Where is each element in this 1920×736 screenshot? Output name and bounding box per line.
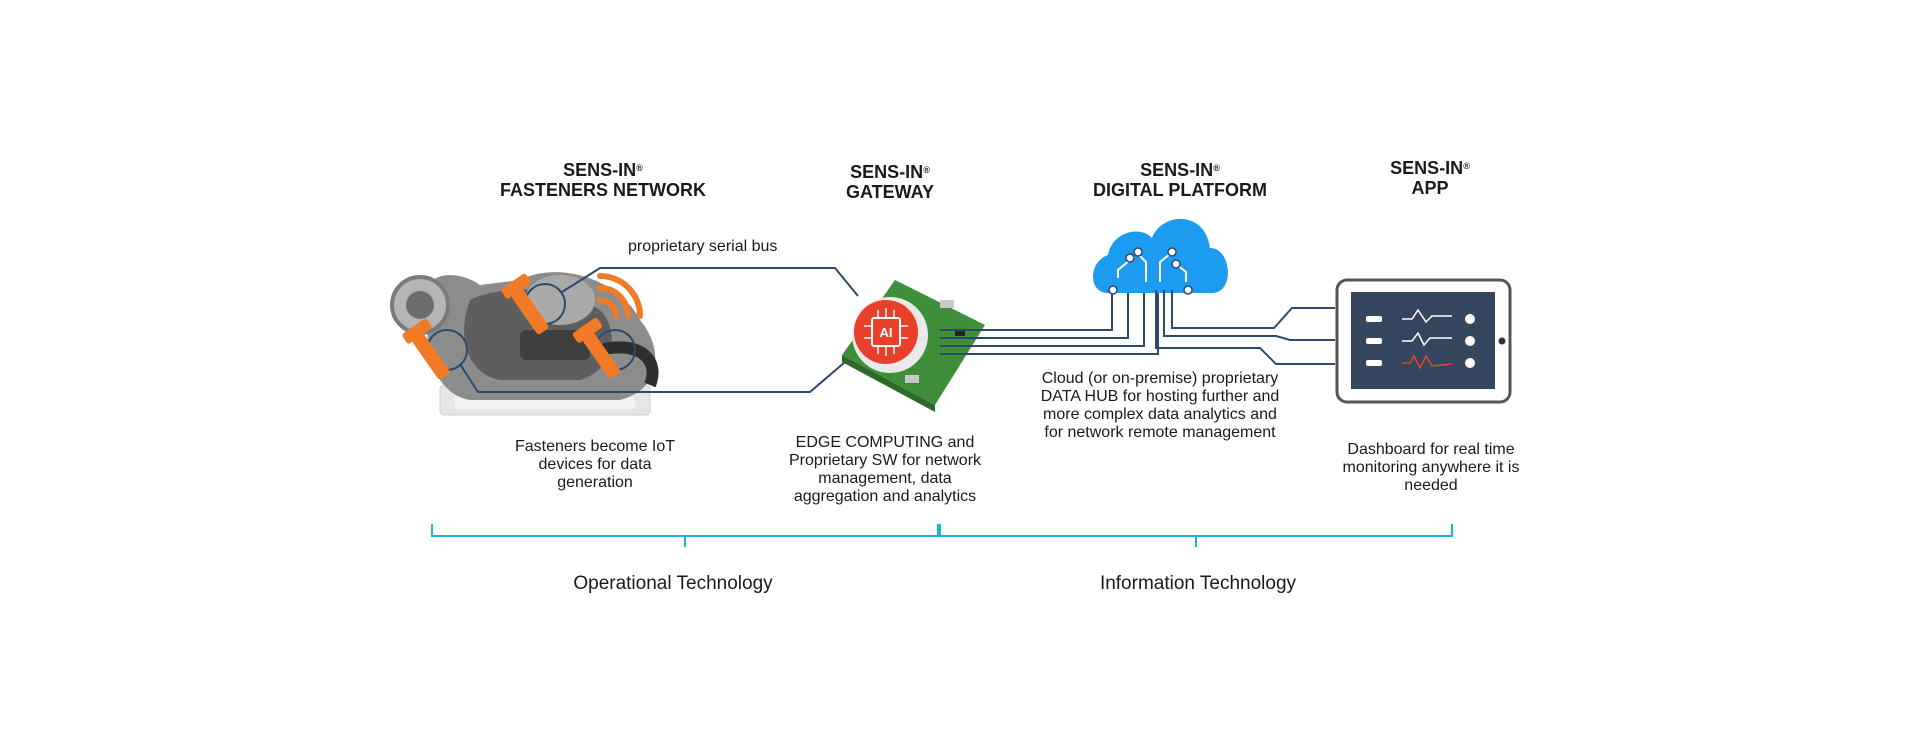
technology-brackets [431, 524, 1453, 547]
tablet-app-illustration [1335, 278, 1512, 404]
heading-app: SENS-IN® APP [1350, 158, 1510, 198]
serial-bus-lines [459, 267, 859, 393]
fasteners-description: Fasteners become IoT devices for data ge… [514, 438, 676, 491]
column-title: DIGITAL PLATFORM [1093, 180, 1267, 200]
wireless-signal-icon [597, 273, 643, 319]
brand-name: SENS-IN [1140, 160, 1214, 180]
serial-bus-label: proprietary serial bus [628, 238, 778, 255]
brand-name: SENS-IN [1390, 158, 1464, 178]
registered-mark: ® [1213, 163, 1220, 173]
app-description: Dashboard for real time monitoring anywh… [1342, 441, 1520, 494]
information-technology-label: Information Technology [1099, 573, 1297, 594]
registered-mark: ® [923, 165, 930, 175]
ai-chip-label: AI [880, 325, 893, 340]
heading-gateway: SENS-IN® GATEWAY [800, 162, 980, 202]
brand-name: SENS-IN [563, 160, 637, 180]
engine-illustration [390, 272, 659, 416]
operational-technology-label: Operational Technology [573, 573, 773, 594]
heading-fasteners-network: SENS-IN® FASTENERS NETWORK [478, 160, 728, 200]
brand-name: SENS-IN [850, 162, 924, 182]
cloud-icon [1093, 218, 1228, 295]
registered-mark: ® [1463, 161, 1470, 171]
fastener-node-top [501, 273, 566, 335]
fastener-node-left [402, 318, 468, 380]
heading-digital-platform: SENS-IN® DIGITAL PLATFORM [1050, 160, 1310, 200]
platform-description: Cloud (or on-premise) proprietary DATA H… [1040, 370, 1280, 441]
column-title: GATEWAY [845, 182, 934, 202]
gateway-description: EDGE COMPUTING and Proprietary SW for ne… [788, 434, 982, 505]
column-title: APP [1411, 178, 1449, 198]
fastener-node-right [572, 318, 636, 379]
ai-chip-icon: AI [854, 300, 918, 364]
column-title: FASTENERS NETWORK [499, 180, 706, 200]
cloud-app-links [1155, 290, 1335, 365]
registered-mark: ® [636, 163, 643, 173]
